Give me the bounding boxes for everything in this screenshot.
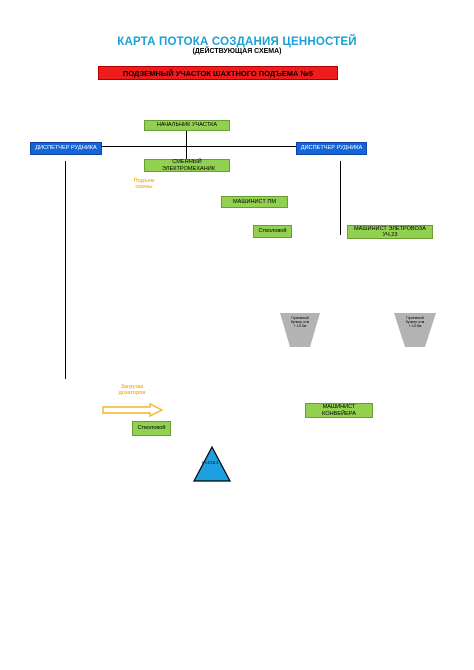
connector-chief-to-electromechanic [186,131,188,159]
lift-shift-label: Подъем смены [133,178,155,190]
hopper-left-label: Приемный бункер отм +-10.5м [290,316,310,329]
dispatcher-right-node: ДИСПЕТЧЕР РУДНИКА [296,142,367,155]
hopper-right-shape [394,313,436,347]
hopper-left-shape [280,313,320,347]
conveyor-driver-label: МАШИНИСТ КОНВЕЙЕРА [322,404,356,417]
triangle-node: Уч.Ств.1 [193,446,231,482]
section-banner: ПОДЗЕМНЫЙ УЧАСТОК ШАХТНОГО ПОДЪЕМА №5 [98,66,338,80]
shaft-worker-bottom-node: Стволовой [132,421,171,436]
page-title: КАРТА ПОТОКА СОЗДАНИЯ ЦЕННОСТЕЙ [117,36,357,48]
connector-right-dispatcher-down [340,161,342,235]
page-subtitle: (ДЕЙСТВУЮЩАЯ СХЕМА) [192,48,282,55]
dispatcher-left-label: ДИСПЕТЧЕР РУДНИКА [35,145,97,152]
chief-node: НАЧАЛЬНИК УЧАСТКА [144,120,230,131]
conveyor-driver-node: МАШИНИСТ КОНВЕЙЕРА [305,403,373,418]
electric-loco-driver-label: МАШИНИСТ ЭЛЕТРОВОЗА УЧ.23 [353,225,427,238]
electric-loco-driver-node: МАШИНИСТ ЭЛЕТРОВОЗА УЧ.23 [347,225,433,239]
loading-arrow-icon [102,403,164,417]
loading-label: Загрузка дозаторов [118,384,146,396]
hopper-right: Приемный бункер отм +-10.5м [394,313,436,347]
hopper-right-label: Приемный бункер отм +-10.5м [405,316,425,329]
connector-dispatchers-horizontal [97,146,297,148]
hopper-left: Приемный бункер отм +-10.5м [280,313,320,347]
shift-electromechanic-node: СМЕННЫЙ ЭЛЕКТРОМЕХАНИК [144,159,230,172]
dispatcher-right-label: ДИСПЕТЧЕР РУДНИКА [300,145,363,152]
chief-label: НАЧАЛЬНИК УЧАСТКА [156,122,218,129]
shift-electromechanic-label: СМЕННЫЙ ЭЛЕКТРОМЕХАНИК [162,159,216,172]
connector-left-dispatcher-down [65,161,67,379]
shaft-worker-bottom-label: Стволовой [137,425,166,432]
shaft-worker-top-label: Стволовой [258,228,287,235]
machinist-pm-node: МАШИНИСТ ПМ [221,196,288,208]
triangle-label: Уч.Ств.1 [201,460,219,465]
dispatcher-left-node: ДИСПЕТЧЕР РУДНИКА [30,142,102,155]
shaft-worker-top-node: Стволовой [253,225,292,238]
machinist-pm-label: МАШИНИСТ ПМ [232,198,277,205]
triangle-icon [193,446,231,482]
